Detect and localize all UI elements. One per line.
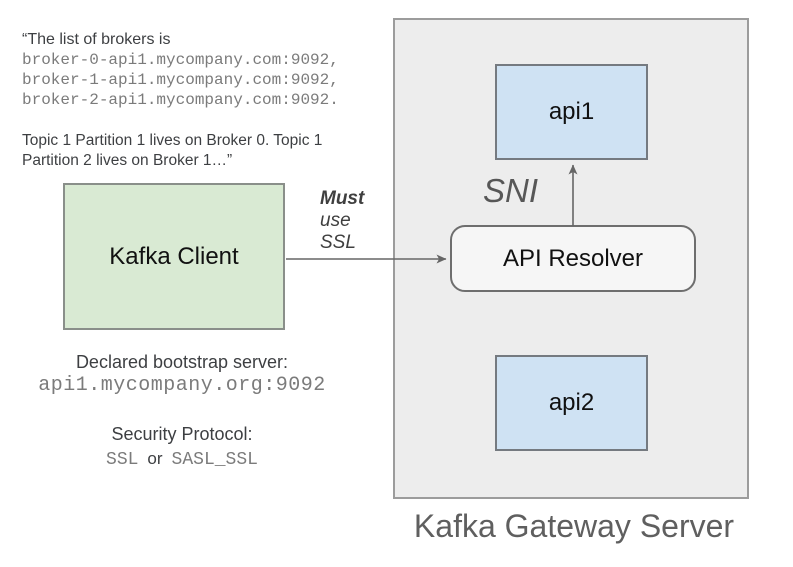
topic-partition-note: Topic 1 Partition 1 lives on Broker 0. T… bbox=[22, 131, 322, 171]
topic-note-line: Partition 2 lives on Broker 1…” bbox=[22, 152, 233, 169]
security-option-ssl: SSL bbox=[106, 450, 139, 470]
must-use-ssl-label: Must use SSL bbox=[320, 188, 364, 254]
bootstrap-value: api1.mycompany.org:9092 bbox=[38, 374, 326, 397]
topic-note-line: Topic 1 Partition 1 lives on Broker 0. T… bbox=[22, 132, 323, 149]
api2-box: api2 bbox=[495, 355, 648, 451]
broker-address: broker-2-api1.mycompany.com:9092. bbox=[22, 91, 339, 109]
kafka-client-label: Kafka Client bbox=[109, 242, 239, 270]
bootstrap-label: Declared bootstrap server: bbox=[75, 352, 289, 372]
api-resolver-label: API Resolver bbox=[502, 244, 644, 272]
sni-label: SNI bbox=[483, 172, 539, 209]
api1-label: api1 bbox=[548, 98, 595, 125]
ssl-line: SSL bbox=[320, 232, 356, 253]
api1-box: api1 bbox=[495, 64, 648, 160]
gateway-title: Kafka Gateway Server bbox=[413, 508, 735, 544]
security-protocol-label: Security Protocol: bbox=[111, 424, 253, 444]
kafka-client-box: Kafka Client bbox=[63, 183, 285, 330]
declared-bootstrap-server: Declared bootstrap server: api1.mycompan… bbox=[22, 351, 342, 398]
security-option-sasl-ssl: SASL_SSL bbox=[171, 450, 258, 470]
use-line: use bbox=[320, 210, 351, 231]
security-conjunction: or bbox=[147, 449, 163, 468]
security-protocol-options: SSL or SASL_SSL bbox=[22, 449, 342, 470]
must-line: Must bbox=[320, 188, 365, 209]
broker-list-note: “The list of brokers is broker-0-api1.my… bbox=[22, 29, 339, 110]
broker-address: broker-1-api1.mycompany.com:9092, bbox=[22, 71, 339, 89]
api-resolver-box: API Resolver bbox=[450, 225, 696, 292]
broker-address: broker-0-api1.mycompany.com:9092, bbox=[22, 51, 339, 69]
security-protocol: Security Protocol: SSL or SASL_SSL bbox=[22, 423, 342, 470]
api2-label: api2 bbox=[548, 389, 595, 416]
broker-note-intro: “The list of brokers is bbox=[22, 31, 171, 48]
